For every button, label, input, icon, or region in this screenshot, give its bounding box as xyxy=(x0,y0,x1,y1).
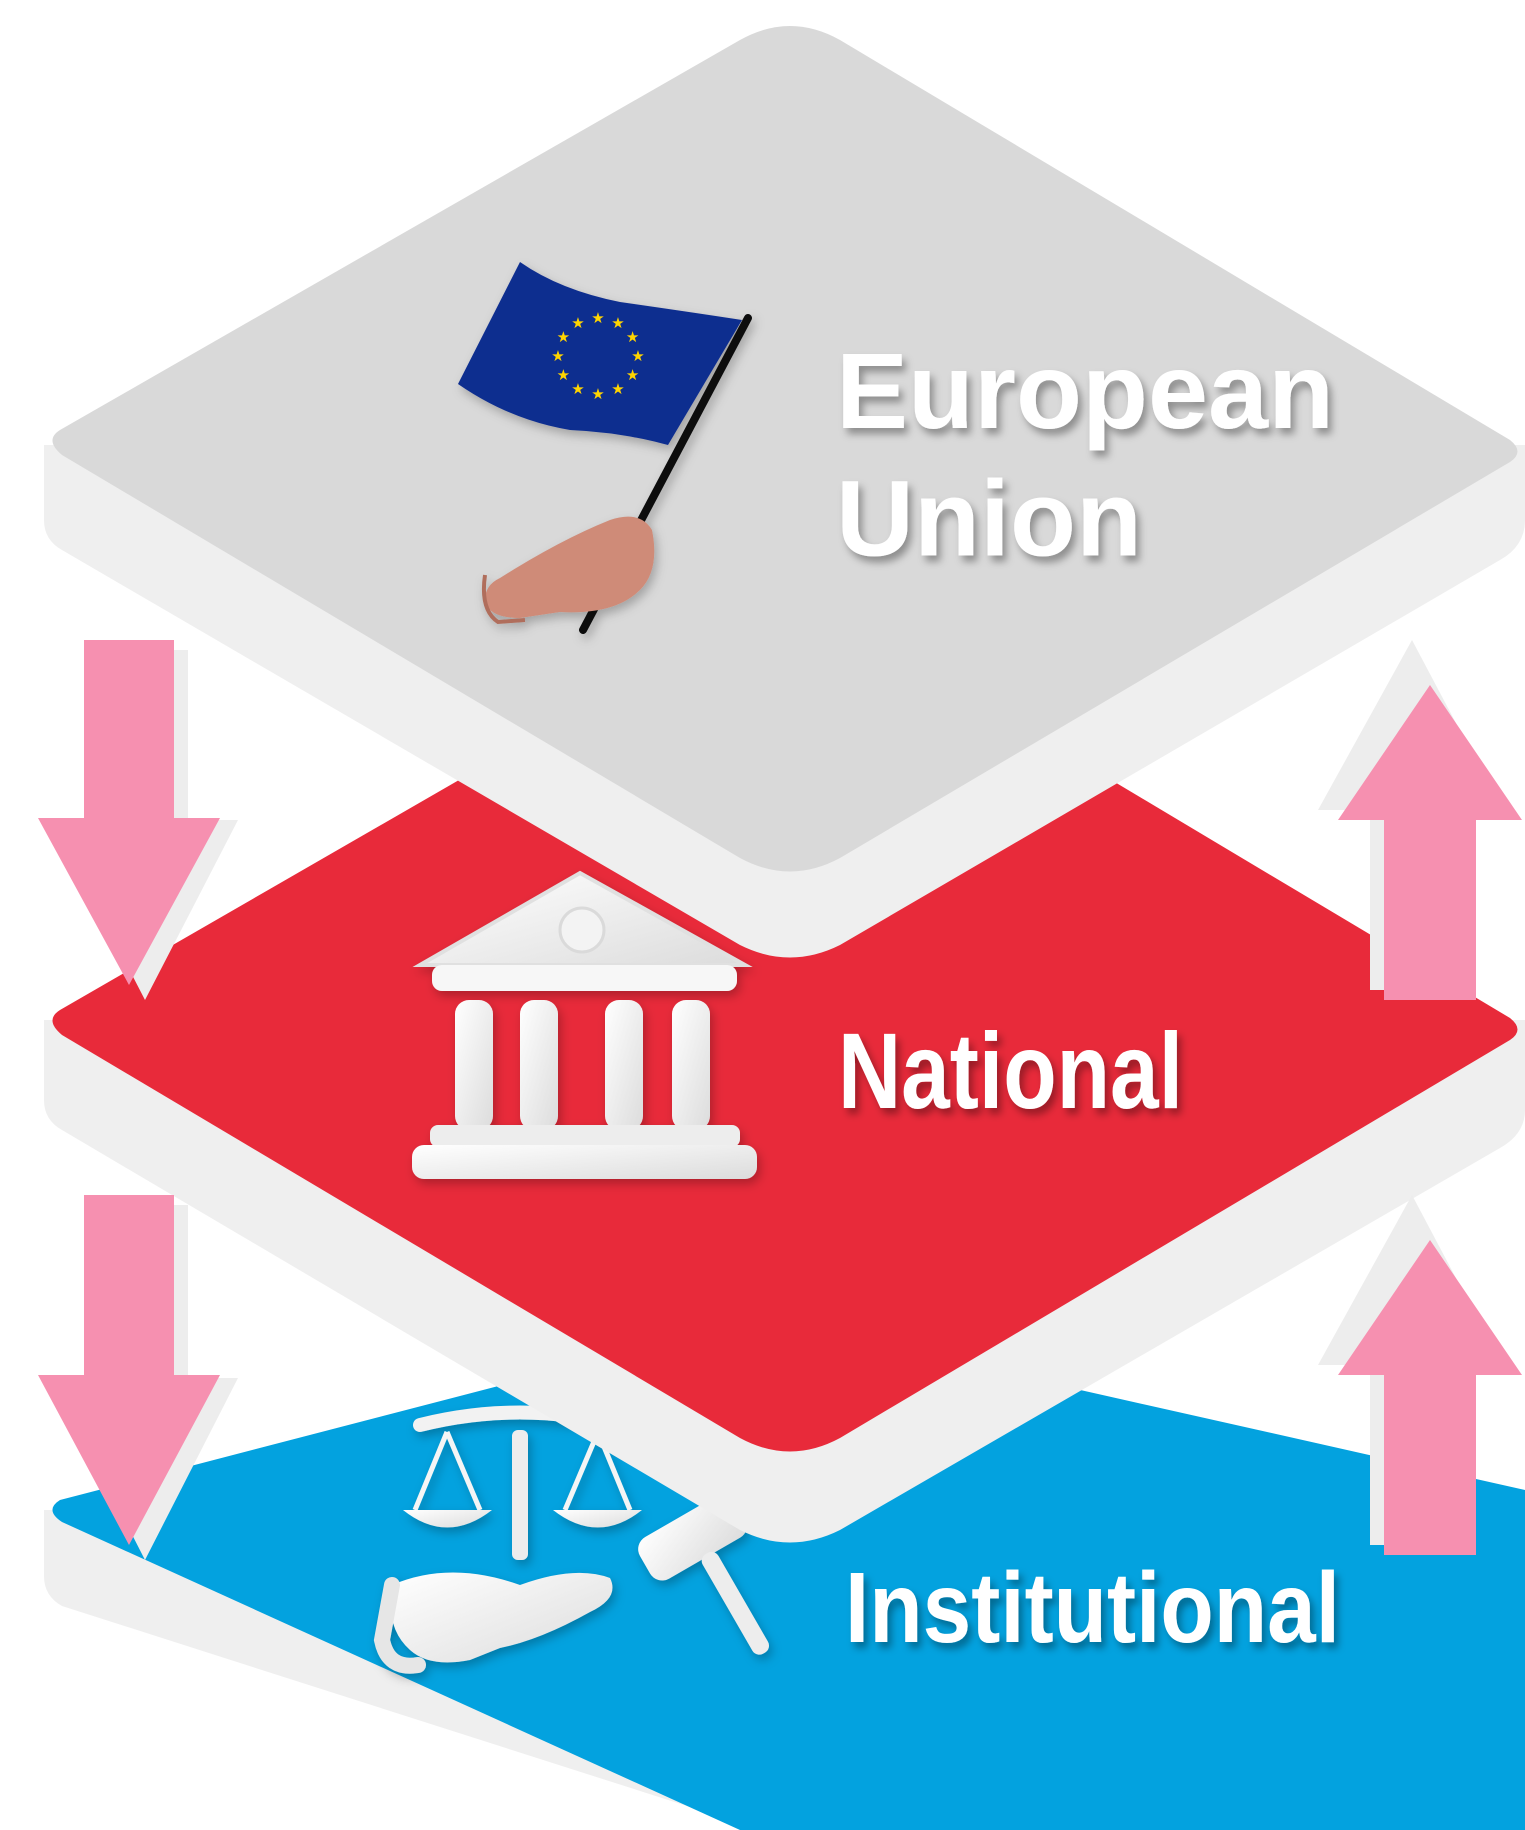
eu-flag-in-hand-icon: ★★★★★★★★★★★★ xyxy=(458,262,752,634)
government-building-icon xyxy=(412,870,757,1179)
flag-star: ★ xyxy=(626,366,639,384)
flag-star: ★ xyxy=(591,309,604,327)
national-layer-top xyxy=(52,604,1518,1452)
left-arrow-top xyxy=(38,640,238,1000)
institutional-layer-top xyxy=(52,1318,1525,1830)
flag-star: ★ xyxy=(551,347,564,365)
flag-star: ★ xyxy=(591,385,604,403)
national-layer: National xyxy=(44,604,1525,1543)
flag-star: ★ xyxy=(626,328,639,346)
national-label: National xyxy=(838,1010,1183,1131)
european-union-layer-top xyxy=(52,26,1518,872)
layer-label-line: National xyxy=(838,1010,1183,1131)
flag-star: ★ xyxy=(611,314,624,332)
institutional-label: Institutional xyxy=(845,1552,1340,1664)
flag-star: ★ xyxy=(631,347,644,365)
flag-star: ★ xyxy=(571,314,584,332)
flag-star: ★ xyxy=(557,328,570,346)
left-arrow-bottom xyxy=(38,1195,238,1560)
flag-star: ★ xyxy=(571,380,584,398)
flag-star: ★ xyxy=(557,366,570,384)
layer-label-line: Institutional xyxy=(845,1552,1340,1664)
layer-label-line: European xyxy=(836,330,1334,451)
layer-label-line: Union xyxy=(836,457,1142,578)
right-arrow-bottom xyxy=(1318,1195,1522,1555)
institutional-layer: Institutional xyxy=(44,1318,1525,1830)
right-arrow-top xyxy=(1318,640,1522,1000)
flag-star: ★ xyxy=(611,380,624,398)
